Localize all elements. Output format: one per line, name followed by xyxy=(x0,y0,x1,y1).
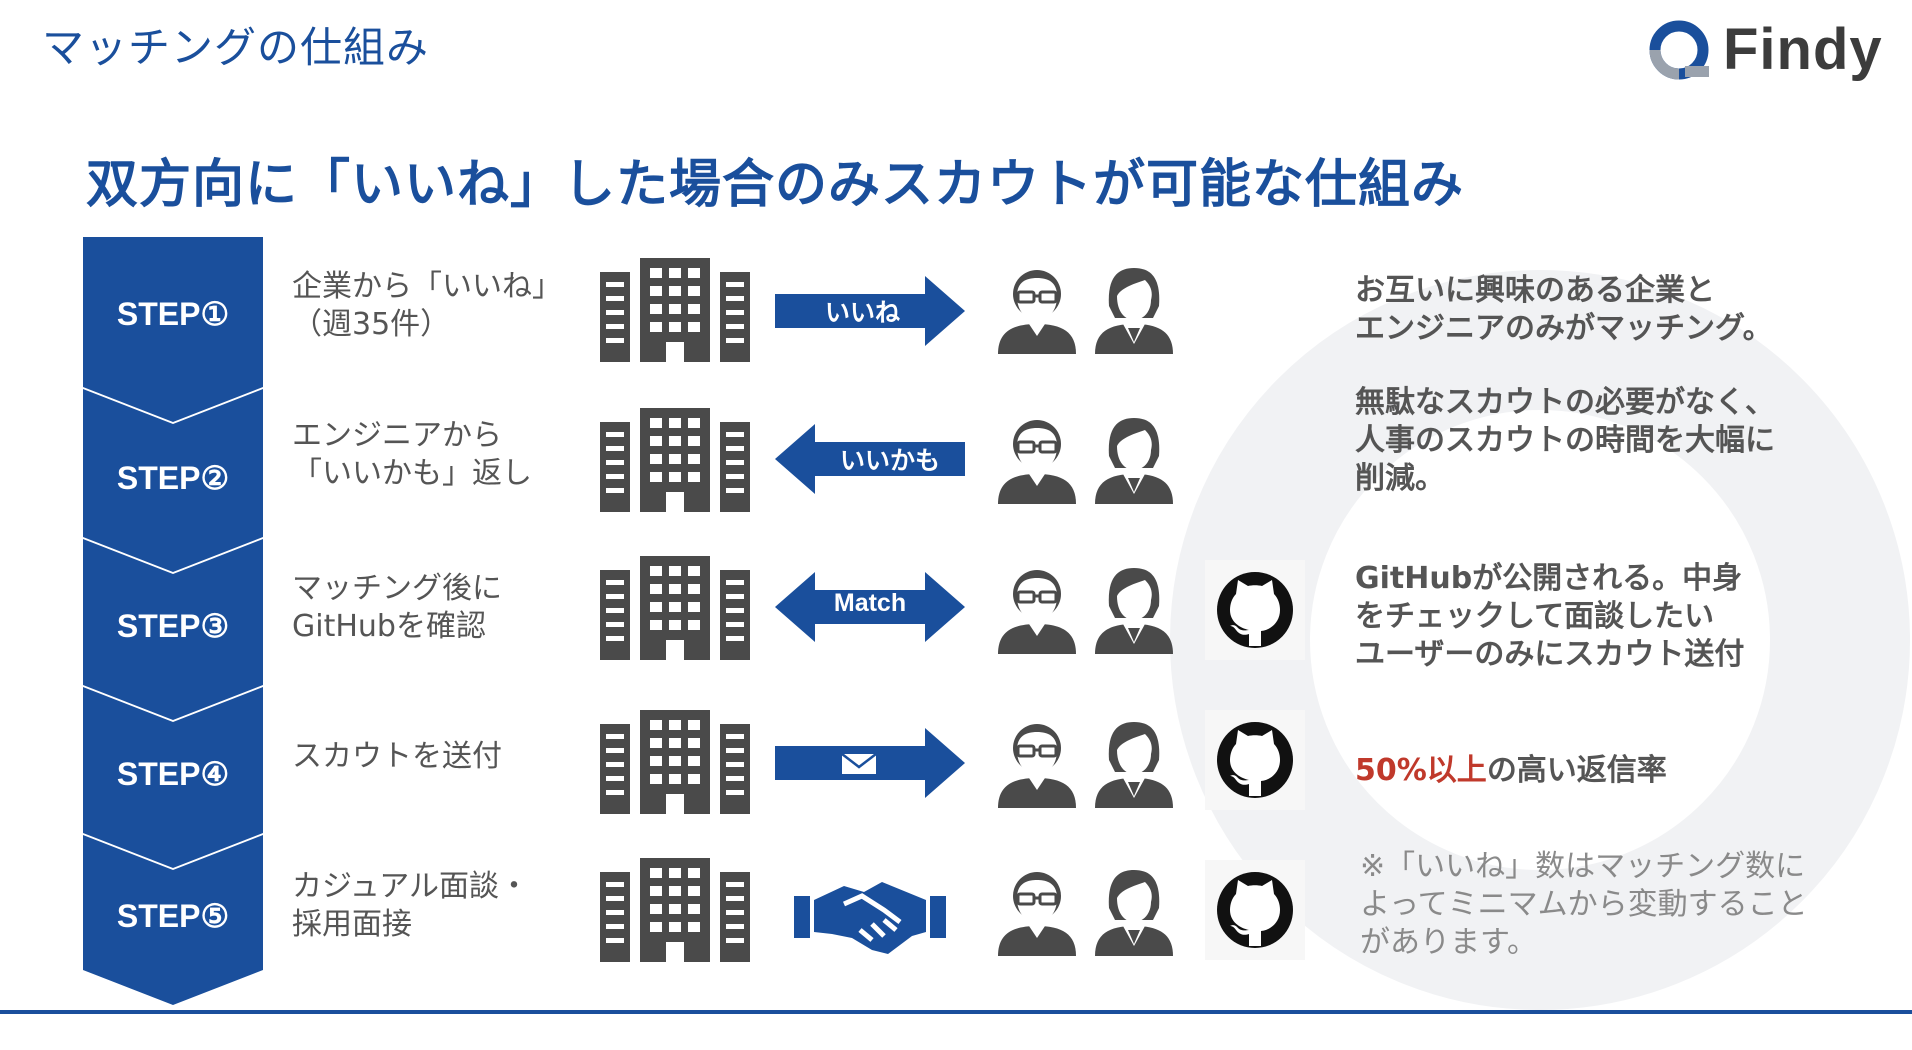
company-building-icon xyxy=(600,710,750,814)
page-title: マッチングの仕組み xyxy=(42,23,430,72)
findy-logo: Findy xyxy=(1645,14,1885,84)
maybe-arrow-left xyxy=(775,424,965,494)
step-2-label: STEP② xyxy=(116,460,230,496)
step-column: STEP① STEP② STEP③ STEP④ STEP⑤ xyxy=(83,237,263,1005)
match-arrow-label: Match xyxy=(833,589,907,617)
step-4-result-text: 50%以上の高い返信率 xyxy=(1355,753,1667,788)
female-engineer-icon xyxy=(1093,412,1175,504)
github-icon xyxy=(1205,860,1305,960)
male-engineer-icon xyxy=(996,716,1078,808)
step-3-result-text: GitHubが公開される。中身 をチェックして面談したい ユーザーのみにスカウト… xyxy=(1355,561,1745,672)
step-4-description: スカウトを送付 xyxy=(292,739,502,774)
step-1-description: 企業から「いいね」 （週35件） xyxy=(292,269,562,342)
findy-logo-icon xyxy=(1649,20,1709,80)
company-building-icon xyxy=(600,858,750,962)
company-building-icon xyxy=(600,408,750,512)
github-icon xyxy=(1205,560,1305,660)
step-3-shape xyxy=(83,539,263,720)
headline: 双方向に「いいね」した場合のみスカウトが可能な仕組み xyxy=(86,155,1465,215)
github-icon xyxy=(1205,710,1305,810)
step-3-description: マッチング後に GitHubを確認 xyxy=(292,571,502,644)
step-2-description: エンジニアから 「いいかも」返し xyxy=(292,418,532,491)
logo-text: Findy xyxy=(1723,17,1883,82)
step-1-result-text: お互いに興味のある企業と エンジニアのみがマッチング。 xyxy=(1355,273,1773,346)
step-1-label: STEP① xyxy=(116,296,230,332)
step-4-label: STEP④ xyxy=(116,756,230,792)
maybe-arrow-label: いいかも xyxy=(839,446,940,475)
female-engineer-icon xyxy=(1093,716,1175,808)
step-5-shape xyxy=(83,835,263,1005)
step-4-shape xyxy=(83,687,263,868)
male-engineer-icon xyxy=(996,412,1078,504)
male-engineer-icon xyxy=(996,262,1078,354)
bottom-border xyxy=(0,1010,1912,1014)
female-engineer-icon xyxy=(1093,562,1175,654)
step-3-label: STEP③ xyxy=(116,608,230,644)
step-5-label: STEP⑤ xyxy=(116,898,230,934)
female-engineer-icon xyxy=(1093,864,1175,956)
match-double-arrow xyxy=(775,572,965,642)
disclaimer-note: ※「いいね」数はマッチング数に よってミニマムから変動すること があります。 xyxy=(1360,849,1808,960)
reply-rate-highlight: 50%以上 xyxy=(1355,753,1487,788)
step-5-description: カジュアル面談・ 採用面接 xyxy=(292,869,529,942)
step-2-result-text: 無駄なスカウトの必要がなく、 人事のスカウトの時間を大幅に 削減。 xyxy=(1355,385,1775,496)
like-arrow-label: いいね xyxy=(824,298,900,327)
company-building-icon xyxy=(600,258,750,362)
scout-arrow-right xyxy=(775,728,965,798)
step-1-shape xyxy=(83,237,263,422)
male-engineer-icon xyxy=(996,864,1078,956)
like-arrow-right xyxy=(775,276,965,346)
male-engineer-icon xyxy=(996,562,1078,654)
envelope-icon xyxy=(841,753,877,774)
step-chevrons xyxy=(83,237,263,1005)
company-building-icon xyxy=(600,556,750,660)
handshake-icon xyxy=(794,882,946,954)
step-2-shape xyxy=(83,389,263,572)
female-engineer-icon xyxy=(1093,262,1175,354)
